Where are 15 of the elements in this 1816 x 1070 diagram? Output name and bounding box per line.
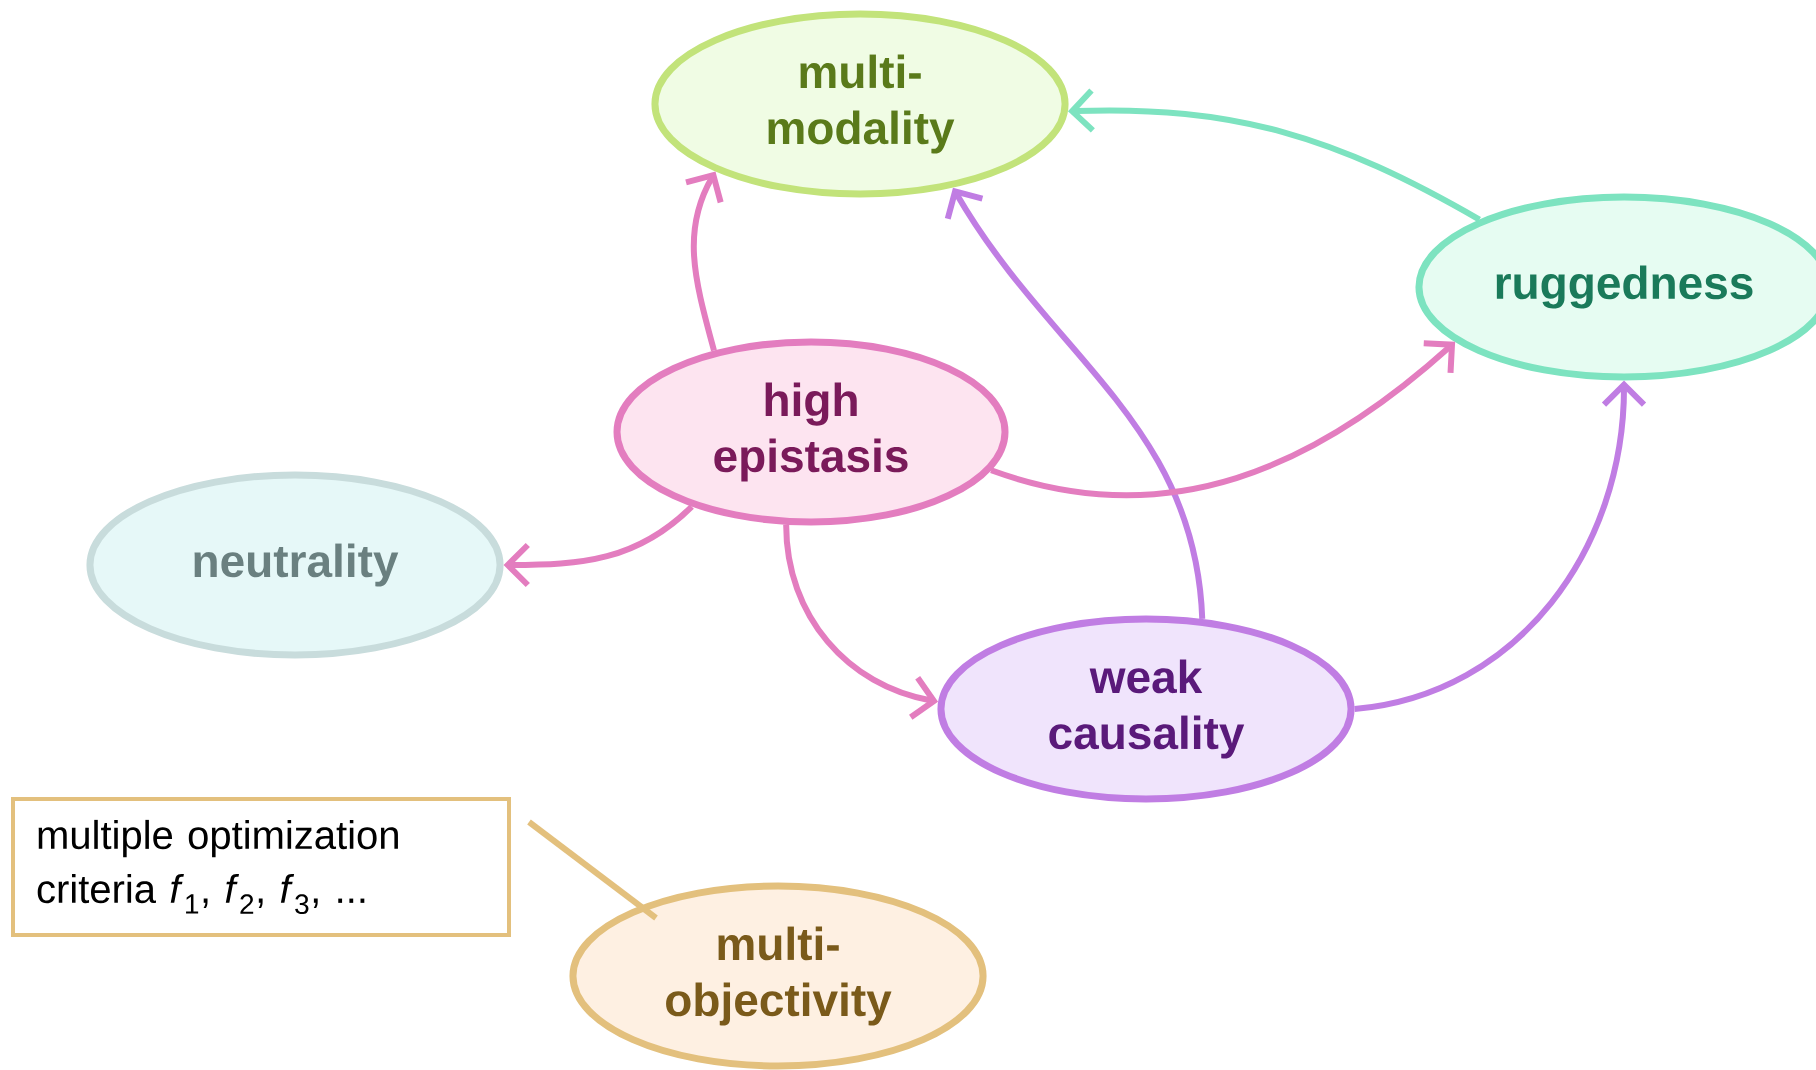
ellipse-node: neutrality — [86, 471, 504, 659]
arrow — [503, 504, 694, 588]
ellipse-node: ruggedness — [1415, 193, 1816, 381]
leader-line — [527, 819, 658, 921]
arrow — [783, 524, 939, 720]
ellipse-node: multi- objectivity — [569, 882, 987, 1070]
arrow — [1354, 380, 1647, 712]
arrow — [685, 171, 724, 352]
ellipse-node: weak causality — [937, 615, 1355, 803]
ellipse-node: multi- modality — [651, 10, 1069, 198]
note-box: multiple optimization criteria f$_{1}$, f$_{2}$, f$_{3}$, ... — [11, 797, 511, 937]
arrow — [944, 187, 1206, 620]
ellipse-node: high epistasis — [613, 338, 1009, 526]
arrow — [1067, 88, 1481, 223]
arrow — [990, 340, 1456, 499]
